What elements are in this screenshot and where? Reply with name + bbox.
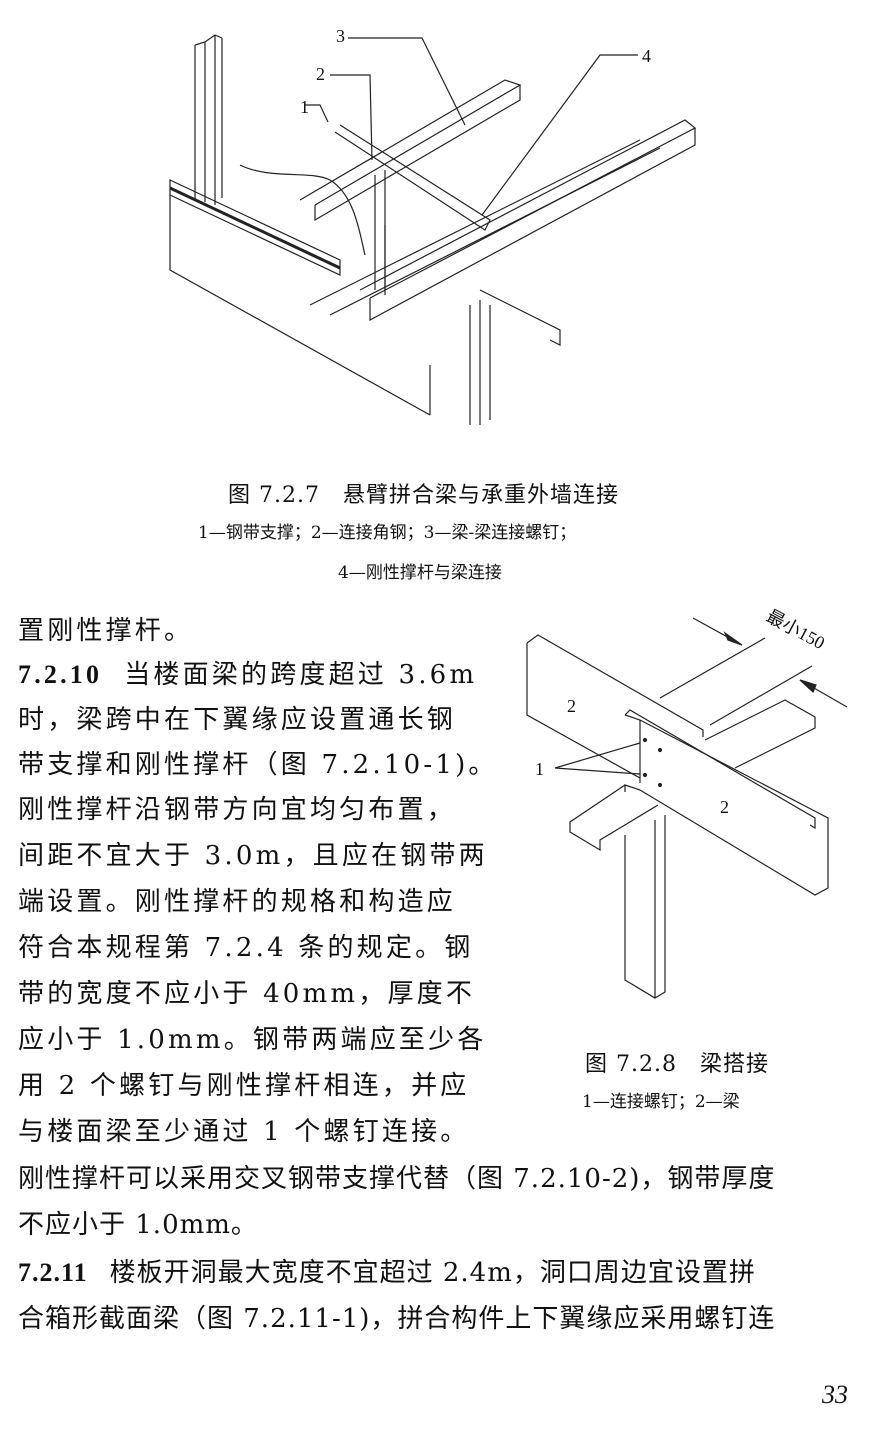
paragraph-line: 符合本规程第 7.2.4 条的规定。钢: [18, 933, 474, 963]
paragraph-line: 刚性撑杆可以采用交叉钢带支撑代替（图 7.2.10-2)，钢带厚度: [18, 1164, 776, 1194]
paragraph-line: 端设置。刚性撑杆的规格和构造应: [18, 887, 457, 917]
fig2-label-2a: 2: [567, 696, 576, 716]
fig2-dimension-label: 最小150: [763, 606, 828, 653]
figure-7-2-8-drawing: 最小150 1 2 2: [520, 600, 880, 1010]
fig1-label-1: 1: [300, 97, 309, 117]
fig1-label-2: 2: [316, 64, 325, 84]
paragraph-line: 合箱形截面梁（图 7.2.11-1)，拼合构件上下翼缘应采用螺钉连: [18, 1304, 776, 1334]
fig2-label-1: 1: [535, 759, 544, 779]
figure-7-2-7-legend-line1: 1—钢带支撑；2—连接角钢；3—梁-梁连接螺钉；: [198, 523, 577, 543]
paragraph-line: 置刚性撑杆。: [18, 616, 194, 646]
paragraph-line: 时，梁跨中在下翼缘应设置通长钢: [18, 705, 457, 735]
clause-number-7-2-10: 7.2.10: [18, 660, 103, 689]
paragraph-line: 不应小于 1.0mm。: [18, 1210, 258, 1240]
page-number: 33: [822, 1380, 848, 1409]
paragraph-line: 刚性撑杆沿钢带方向宜均匀布置，: [18, 795, 457, 825]
paragraph-line: 带的宽度不应小于 40mm，厚度不: [18, 979, 476, 1009]
figure-7-2-7-legend-line2: 4—刚性撑杆与梁连接: [338, 563, 502, 583]
paragraph-line: 与楼面梁至少通过 1 个螺钉连接。: [18, 1117, 470, 1147]
paragraph-line: 带支撑和刚性撑杆（图 7.2.10-1)。: [18, 750, 498, 780]
figure-7-2-7-caption: 图 7.2.7 悬臂拼合梁与承重外墙连接: [228, 483, 619, 508]
clause-number-7-2-11: 7.2.11: [18, 1258, 88, 1287]
fig1-label-3: 3: [336, 26, 345, 46]
figure-7-2-7-drawing: 3 2 1 4: [160, 20, 740, 450]
figure-7-2-8-legend: 1—连接螺钉；2—梁: [582, 1092, 740, 1112]
fig1-label-4: 4: [642, 46, 651, 66]
paragraph-line: 用 2 个螺钉与刚性撑杆相连，并应: [18, 1071, 470, 1101]
paragraph-line: 应小于 1.0mm。钢带两端应至少各: [18, 1025, 487, 1055]
figure-7-2-8-caption: 图 7.2.8 梁搭接: [585, 1052, 769, 1077]
fig2-label-2b: 2: [720, 797, 729, 817]
paragraph-line: 间距不宜大于 3.0m，且应在钢带两: [18, 841, 488, 871]
